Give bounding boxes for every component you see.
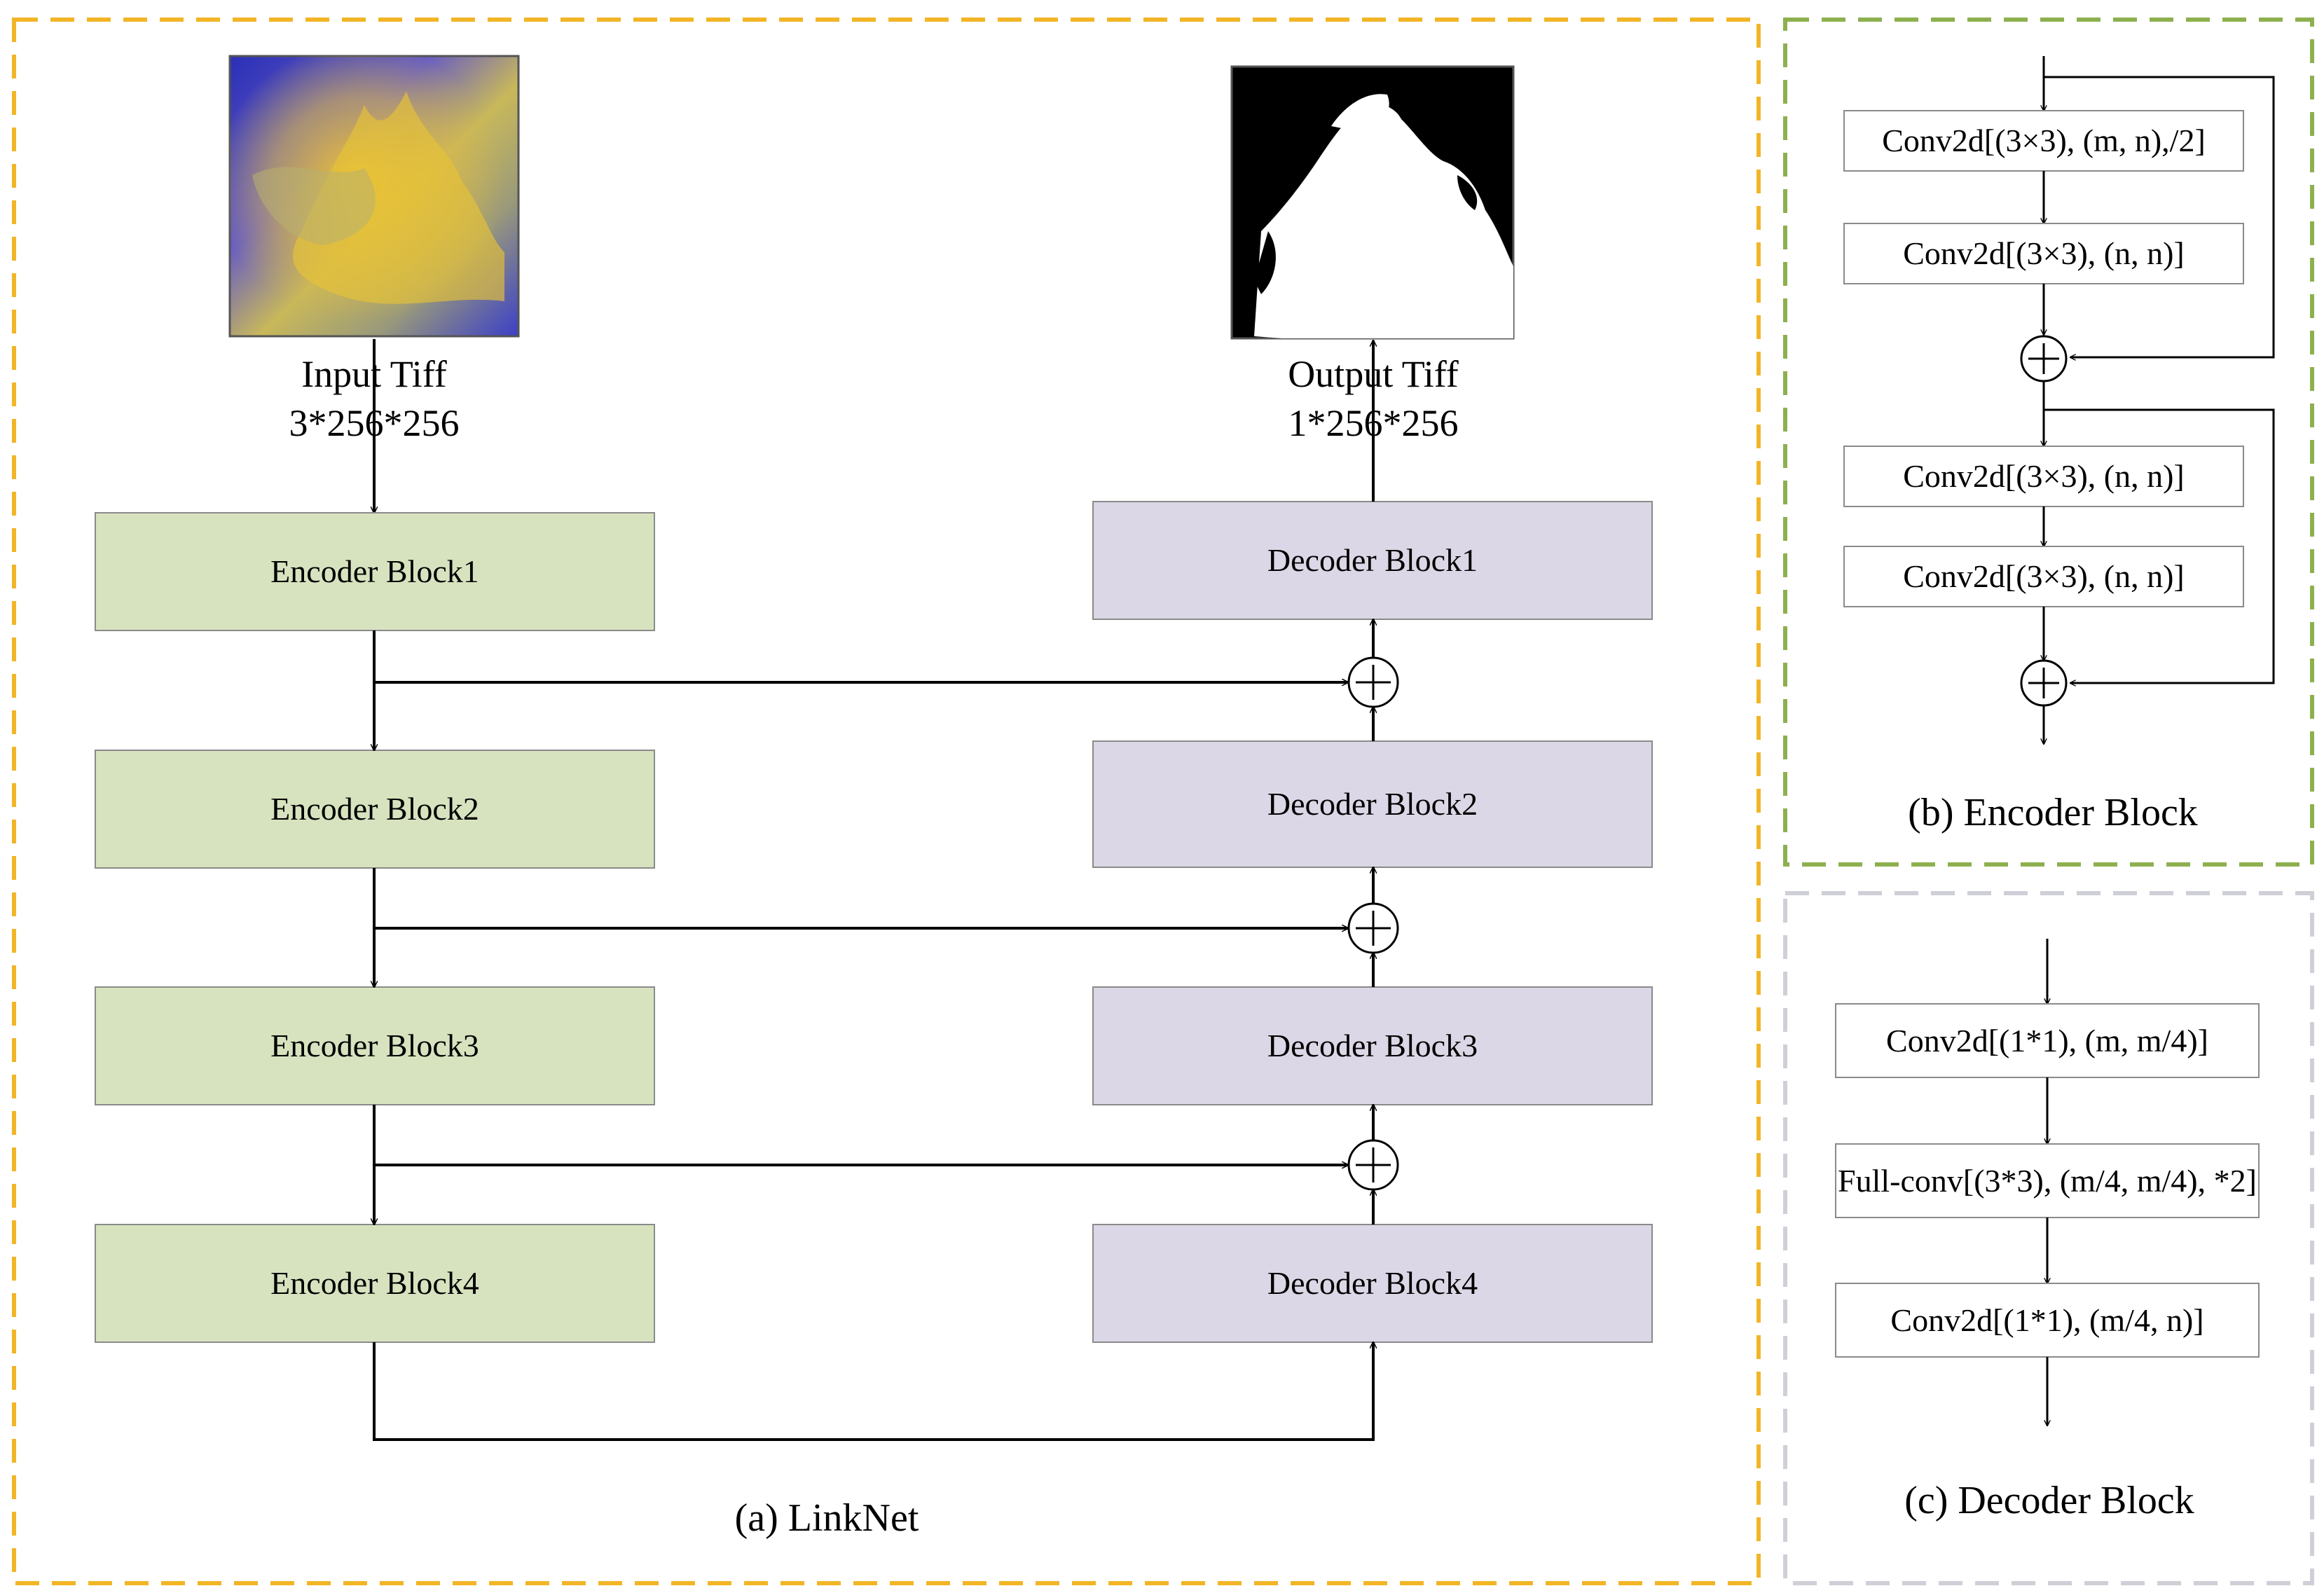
decoder-block-3-label: Decoder Block3 bbox=[1267, 1028, 1478, 1063]
encoder-detail-layer-4-label: Conv2d[(3×3), (n, n)] bbox=[1903, 558, 2185, 594]
output-image bbox=[1230, 65, 1515, 340]
decoder-block-1: Decoder Block1 bbox=[1092, 501, 1653, 620]
add-node-3 bbox=[1347, 1139, 1399, 1191]
decoder-detail-layer-2: Full-conv[(3*3), (m/4, m/4), *2] bbox=[1835, 1143, 2260, 1218]
encoder-detail-residual-2 bbox=[2044, 408, 2275, 683]
enc4-to-dec4-connection bbox=[373, 1342, 1373, 1441]
encoder-block-4: Encoder Block4 bbox=[95, 1224, 655, 1343]
encoder-block-3-label: Encoder Block3 bbox=[270, 1028, 479, 1063]
encoder-detail-layer-3: Conv2d[(3×3), (n, n)] bbox=[1843, 446, 2244, 507]
decoder-block-4: Decoder Block4 bbox=[1092, 1224, 1653, 1343]
input-image bbox=[228, 55, 520, 338]
encoder-detail-layer-2-label: Conv2d[(3×3), (n, n)] bbox=[1903, 235, 2185, 271]
encoder-block-caption: (b) Encoder Block bbox=[1908, 791, 2198, 834]
encoder-detail-add-2 bbox=[2020, 659, 2068, 707]
encoder-block-panel-border bbox=[1783, 18, 2314, 867]
add-node-2 bbox=[1347, 902, 1399, 954]
decoder-block-3: Decoder Block3 bbox=[1092, 986, 1653, 1105]
encoder-block-2: Encoder Block2 bbox=[95, 750, 655, 869]
decoder-block-2: Decoder Block2 bbox=[1092, 740, 1653, 868]
decoder-detail-layer-1-label: Conv2d[(1*1), (m, m/4)] bbox=[1886, 1023, 2208, 1058]
decoder-block-4-label: Decoder Block4 bbox=[1267, 1265, 1478, 1301]
encoder-detail-layer-3-label: Conv2d[(3×3), (n, n)] bbox=[1903, 458, 2185, 494]
decoder-block-panel-border bbox=[1783, 891, 2314, 1585]
encoder-block-1: Encoder Block1 bbox=[95, 512, 655, 631]
encoder-detail-layer-4: Conv2d[(3×3), (n, n)] bbox=[1843, 546, 2244, 607]
encoder-block-4-label: Encoder Block4 bbox=[270, 1265, 479, 1301]
decoder-detail-layer-2-label: Full-conv[(3*3), (m/4, m/4), *2] bbox=[1838, 1163, 2257, 1199]
encoder-block-3: Encoder Block3 bbox=[95, 986, 655, 1105]
decoder-block-1-label: Decoder Block1 bbox=[1267, 542, 1478, 578]
encoder-detail-residual-1 bbox=[2044, 76, 2275, 357]
decoder-detail-layer-3-label: Conv2d[(1*1), (m/4, n)] bbox=[1890, 1302, 2203, 1338]
decoder-detail-layer-1: Conv2d[(1*1), (m, m/4)] bbox=[1835, 1003, 2260, 1078]
linknet-panel-border bbox=[12, 18, 1761, 1585]
encoder-detail-layer-2: Conv2d[(3×3), (n, n)] bbox=[1843, 223, 2244, 284]
linknet-caption: (a) LinkNet bbox=[735, 1496, 919, 1540]
decoder-detail-layer-3: Conv2d[(1*1), (m/4, n)] bbox=[1835, 1283, 2260, 1358]
add-node-1 bbox=[1347, 656, 1399, 708]
encoder-block-1-label: Encoder Block1 bbox=[270, 553, 479, 589]
decoder-block-2-label: Decoder Block2 bbox=[1267, 786, 1478, 822]
encoder-detail-layer-1-label: Conv2d[(3×3), (m, n),/2] bbox=[1882, 123, 2206, 158]
decoder-block-caption: (c) Decoder Block bbox=[1904, 1479, 2194, 1522]
encoder-detail-add-1 bbox=[2020, 335, 2068, 382]
encoder-block-2-label: Encoder Block2 bbox=[270, 791, 479, 827]
encoder-detail-layer-1: Conv2d[(3×3), (m, n),/2] bbox=[1843, 110, 2244, 172]
